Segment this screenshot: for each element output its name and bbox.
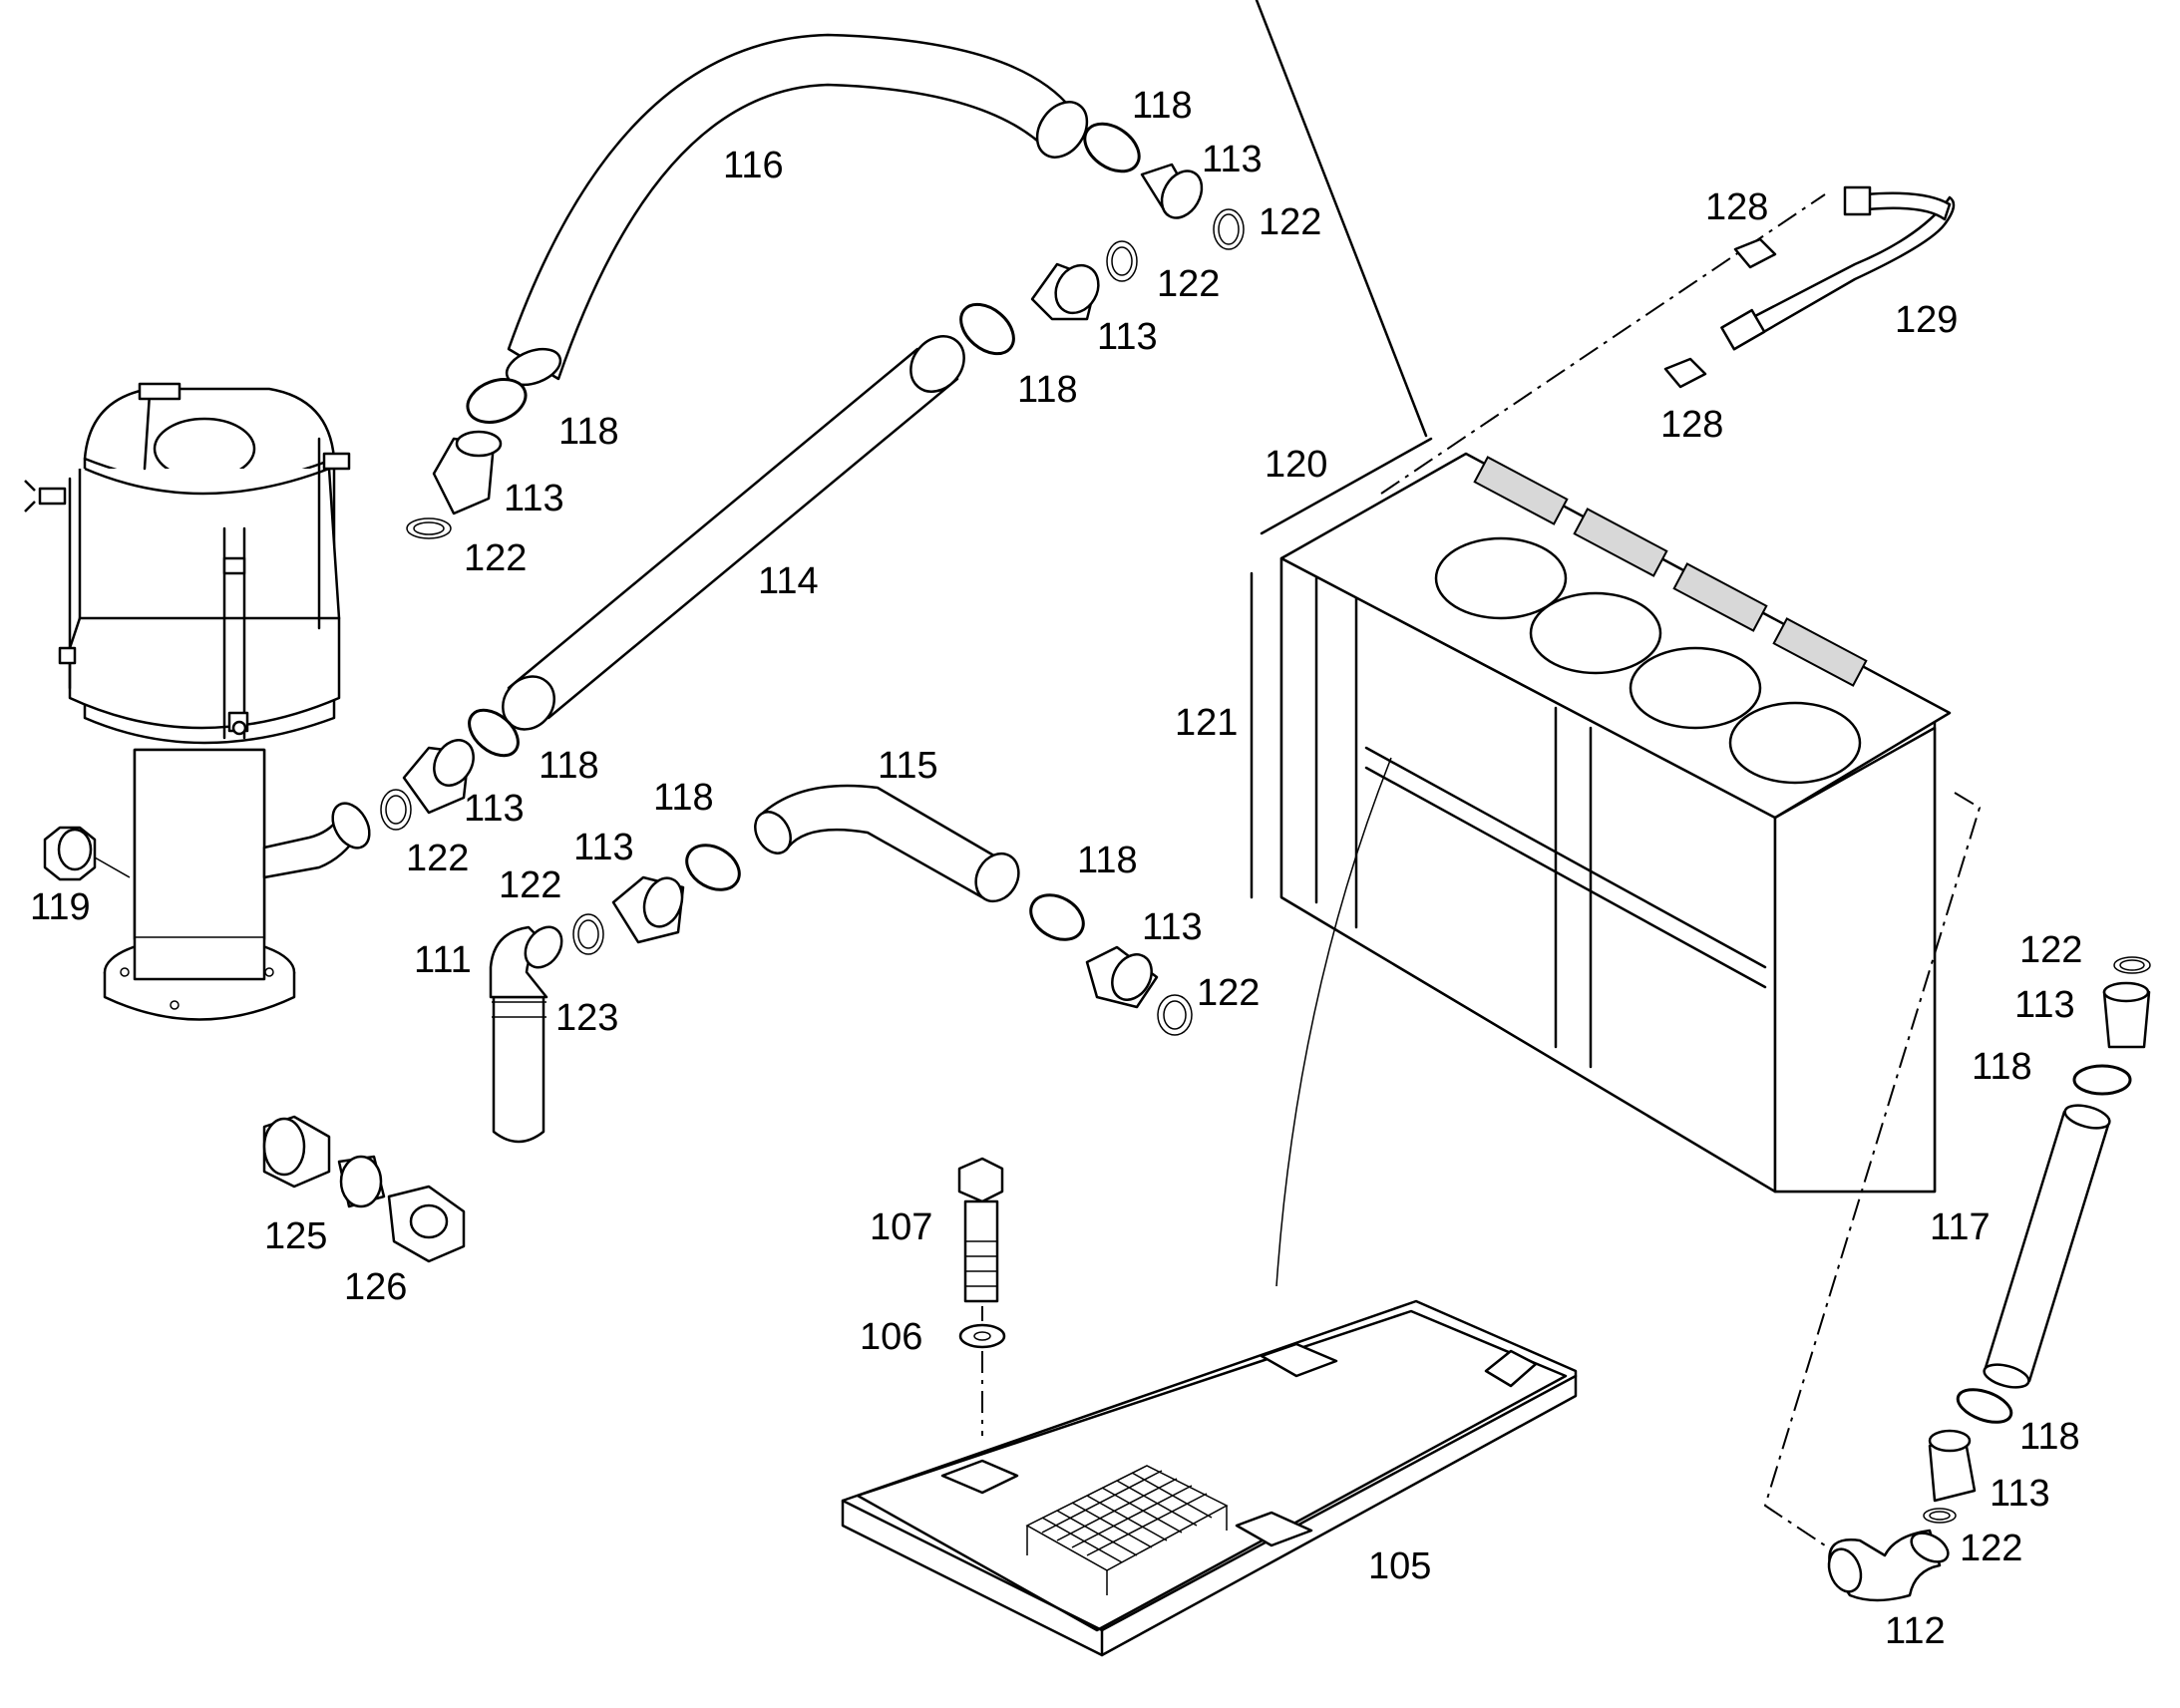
callout-128: 128	[1660, 404, 1723, 446]
callout-118: 118	[539, 745, 599, 787]
callout-113: 113	[573, 827, 634, 868]
callout-112: 112	[1885, 1610, 1946, 1652]
parts-125-126-fittings	[262, 1115, 466, 1263]
callout-122: 122	[406, 838, 469, 879]
callout-114: 114	[758, 560, 819, 602]
callout-122: 122	[1960, 1528, 2022, 1569]
callout-113: 113	[1097, 316, 1158, 358]
callout-122: 122	[499, 864, 561, 906]
exhaust-stack-assembly	[24, 382, 371, 1021]
callout-105: 105	[1368, 1545, 1431, 1587]
callout-120: 120	[1265, 444, 1327, 486]
callout-118: 118	[1132, 85, 1193, 127]
callout-119: 119	[30, 886, 91, 928]
callout-122: 122	[2019, 929, 2082, 971]
callout-113: 113	[504, 478, 564, 519]
callout-123: 123	[555, 997, 618, 1039]
callout-116: 116	[723, 145, 784, 186]
tray-grid	[1025, 1465, 1229, 1595]
callout-122: 122	[1197, 972, 1260, 1014]
callout-129: 129	[1895, 299, 1958, 341]
parts-106-107-bolt-washer	[957, 1157, 1006, 1436]
hose-117	[1983, 1104, 2111, 1389]
callout-121: 121	[1175, 702, 1238, 744]
callout-118: 118	[558, 411, 619, 453]
callout-118: 118	[1017, 369, 1078, 411]
hose-115	[754, 784, 1020, 903]
fittings-group	[380, 122, 2151, 1524]
callout-122: 122	[1157, 263, 1220, 305]
callout-122: 122	[1259, 201, 1321, 243]
callout-113: 113	[464, 788, 525, 830]
callout-113: 113	[1142, 906, 1203, 948]
callout-125: 125	[264, 1215, 327, 1257]
callout-113: 113	[2014, 984, 2075, 1026]
callout-128: 128	[1705, 186, 1768, 228]
callout-118: 118	[653, 777, 714, 819]
callout-115: 115	[878, 745, 938, 787]
pipe-129-with-fittings-128	[1663, 185, 1956, 389]
callout-labels: 118 113 122 116 122 113 118 118 113 122 …	[30, 85, 2082, 1652]
callout-117: 117	[1930, 1206, 1991, 1248]
callout-107: 107	[870, 1206, 932, 1248]
frame-housing-120-121	[1250, 0, 1982, 1546]
callout-113: 113	[1990, 1473, 2050, 1515]
callout-106: 106	[860, 1316, 922, 1358]
callout-118: 118	[1972, 1046, 2032, 1088]
part-111-elbow-pipe	[489, 925, 563, 1144]
callout-111: 111	[414, 939, 472, 981]
drip-tray-105	[841, 1299, 1578, 1657]
callout-113: 113	[1202, 139, 1263, 180]
callout-122: 122	[464, 537, 527, 579]
part-112-elbow	[1827, 1529, 1950, 1602]
callout-126: 126	[344, 1266, 407, 1308]
callout-118: 118	[2019, 1416, 2080, 1458]
hose-116	[505, 33, 1089, 387]
callout-118: 118	[1077, 840, 1138, 881]
part-119-cap-nut	[43, 826, 131, 881]
hose-114	[502, 335, 965, 731]
